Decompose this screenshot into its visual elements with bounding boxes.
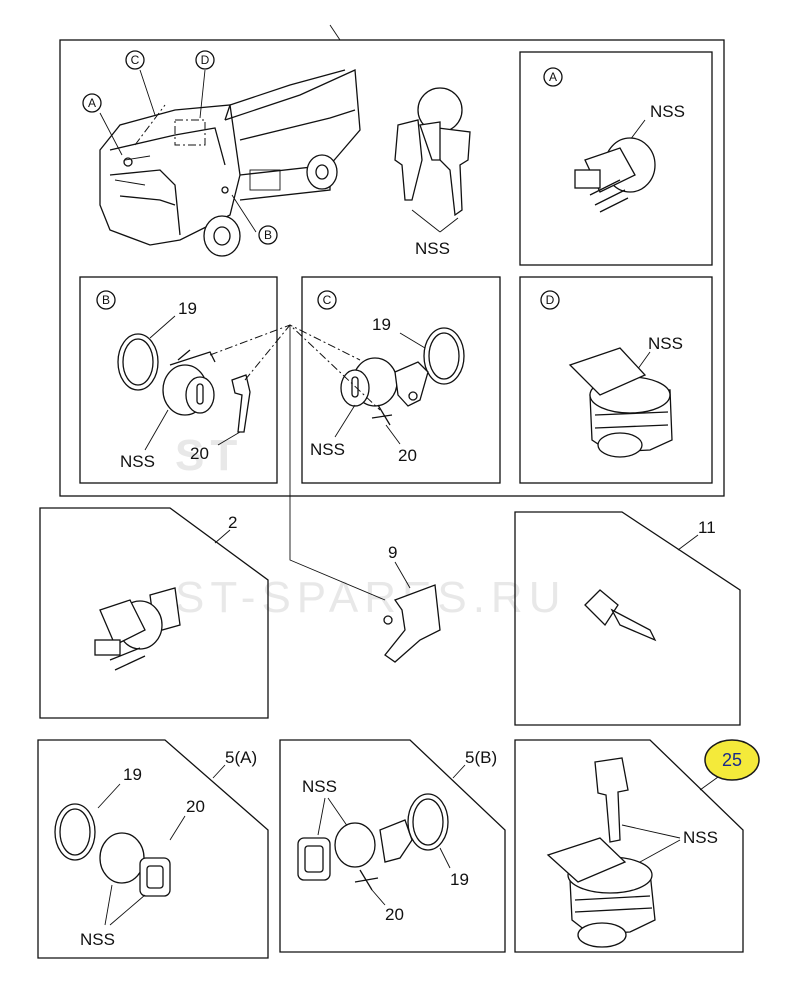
part-5a-label-nss: NSS: [80, 930, 115, 949]
part-box-5a: 5(A) 19 20 NSS: [37, 739, 269, 959]
part-5b-label: 5(B): [465, 748, 497, 767]
panel-c-label-20: 20: [398, 446, 417, 465]
panel-b-label-nss: NSS: [120, 452, 155, 471]
part-5a-label: 5(A): [225, 748, 257, 767]
svg-text:D: D: [201, 53, 210, 67]
part-9-label: 9: [388, 543, 397, 562]
watermark-logo: ST: [175, 431, 243, 480]
part-box-2: 2: [39, 507, 269, 719]
part-5b-label-20: 20: [385, 905, 404, 924]
part-9: 9: [383, 543, 441, 663]
keys-label: NSS: [415, 239, 450, 258]
panel-d-marker: D: [546, 293, 555, 307]
part-box-5b: 5(B) NSS 19 20: [279, 739, 506, 953]
panel-b-label-19: 19: [178, 299, 197, 318]
part-25-label-nss: NSS: [683, 828, 718, 847]
part-2-label: 2: [228, 513, 237, 532]
overview-frame: [59, 24, 725, 497]
part-box-25: 25 NSS: [514, 739, 760, 953]
panel-c-marker: C: [323, 293, 332, 307]
watermark: ST ST-SPARES.RU: [175, 431, 566, 622]
panel-d-label: NSS: [648, 334, 683, 353]
part-5b-label-nss: NSS: [302, 777, 337, 796]
connector-lines: [209, 324, 386, 601]
part-5b-label-19: 19: [450, 870, 469, 889]
part-11-label: 11: [698, 518, 716, 537]
highlight-badge[interactable]: [704, 739, 760, 781]
svg-text:B: B: [264, 228, 272, 242]
truck-drawing: [99, 69, 361, 257]
panel-a-label: NSS: [650, 102, 685, 121]
marker-d: D: [195, 50, 215, 70]
svg-text:C: C: [131, 53, 140, 67]
panel-a-marker: A: [549, 70, 557, 84]
part-5a-label-20: 20: [186, 797, 205, 816]
panel-c-label-19: 19: [372, 315, 391, 334]
part-box-11: 11: [514, 511, 741, 726]
marker-a: A: [82, 93, 102, 113]
marker-b: B: [258, 225, 278, 245]
watermark-site: ST-SPARES.RU: [175, 573, 566, 622]
panel-d: D NSS: [519, 276, 713, 484]
marker-c: C: [125, 50, 145, 70]
part-5a-label-19: 19: [123, 765, 142, 784]
panel-b-label-20: 20: [190, 444, 209, 463]
panel-b-marker: B: [102, 293, 110, 307]
panel-a: A NSS: [519, 51, 713, 266]
part-25-label: 25: [722, 750, 742, 770]
keys-drawing: NSS: [394, 87, 471, 258]
svg-text:A: A: [88, 96, 96, 110]
panel-c: C 19 NSS 20: [301, 276, 501, 484]
panel-b: B 19 NSS 20: [79, 276, 278, 484]
panel-c-label-nss: NSS: [310, 440, 345, 459]
